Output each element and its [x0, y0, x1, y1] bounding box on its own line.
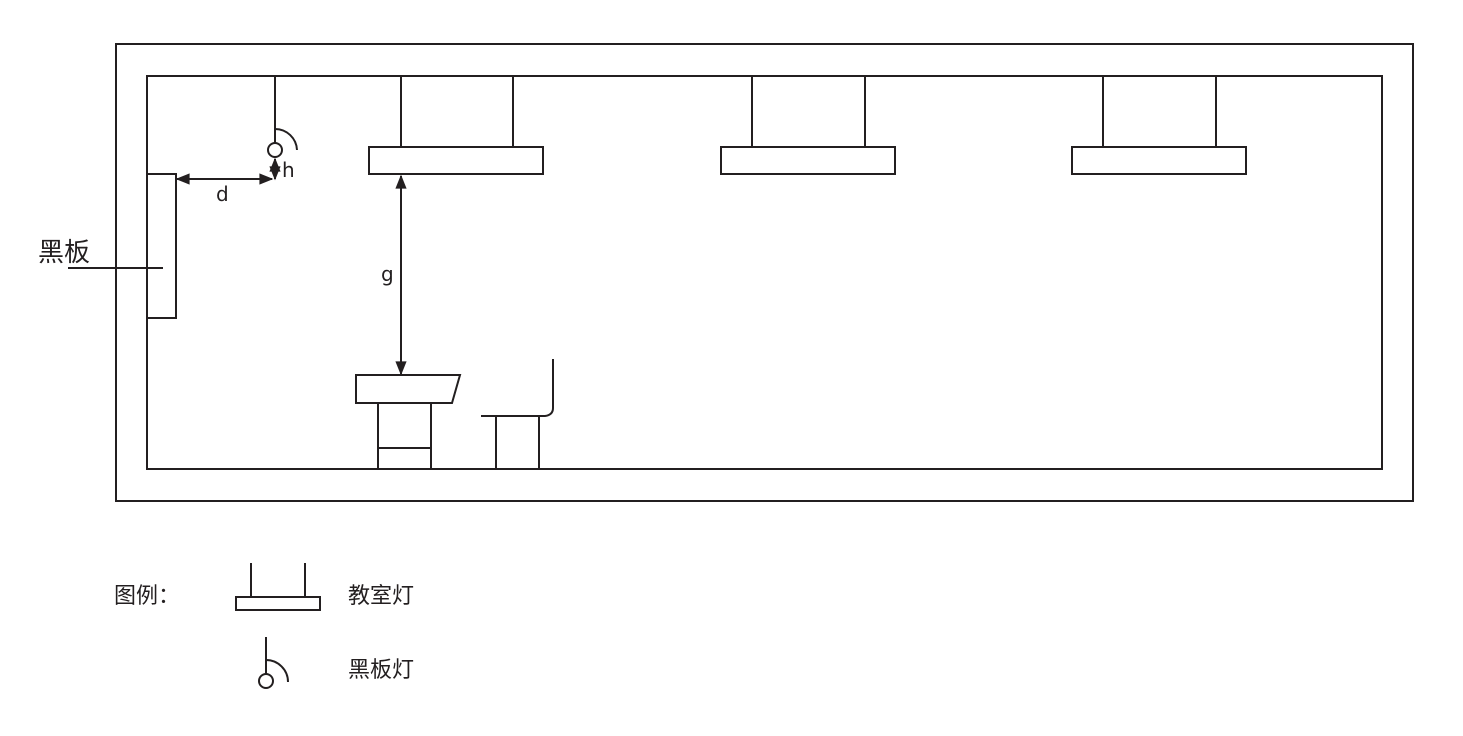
blackboard	[146, 173, 177, 319]
outer-wall	[115, 43, 1414, 502]
room-outline	[146, 75, 1383, 470]
legend-title: 图例：	[114, 584, 180, 609]
chair	[481, 359, 554, 469]
dimension-h-label: h	[282, 158, 295, 182]
classroom-lamp-3	[1071, 76, 1247, 175]
legend-blackboard-lamp-label: 黑板灯	[348, 658, 414, 683]
dimension-g-label: g	[381, 262, 394, 286]
blackboard-label: 黑板	[38, 238, 90, 268]
classroom-lamp-1	[368, 76, 544, 175]
classroom-lamp-icon	[235, 563, 321, 611]
blackboard-lamp-icon	[267, 76, 298, 158]
desk	[355, 374, 462, 470]
legend-classroom-lamp-label: 教室灯	[348, 584, 414, 609]
blackboard-lamp-icon	[258, 637, 289, 689]
dimension-d-label: d	[216, 182, 229, 206]
classroom-lamp-2	[720, 76, 896, 175]
